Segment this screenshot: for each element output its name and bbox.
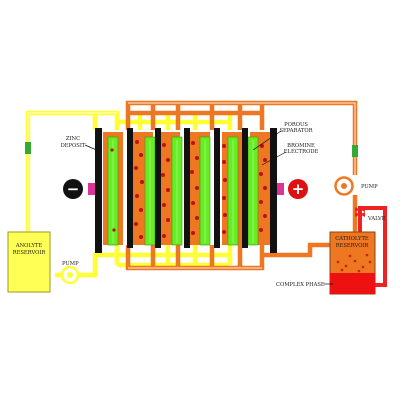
electrode-end-negative	[95, 128, 102, 253]
valve	[355, 207, 365, 217]
porous-separator-label-line1: POROUS	[284, 122, 308, 128]
positive-terminal-sign: +	[292, 180, 305, 198]
positive-terminal: +	[277, 179, 308, 199]
valve-label: VALVE	[367, 216, 386, 222]
catholyte-droplets	[336, 253, 372, 273]
anolyte-reservoir-label-line1: ANOLYTE	[15, 243, 43, 249]
complex-phase-label: COMPLEX PHASE	[276, 282, 325, 288]
pump-left-label: PUMP	[62, 261, 79, 267]
catholyte-branch-pipes	[150, 103, 265, 130]
electrode-bipolar-5	[242, 128, 248, 248]
positive-terminal-connector	[277, 183, 284, 195]
catholyte-supply-drops	[150, 245, 243, 268]
anolyte-reservoir-tank	[7, 231, 51, 293]
anolyte-return-drops	[114, 245, 233, 268]
catholyte-pump	[334, 176, 354, 196]
catholyte-to-reservoir-pipe	[262, 242, 338, 258]
complex-phase-piping	[358, 206, 387, 287]
zinc-deposit-label-line1: ZINC	[66, 136, 80, 142]
anolyte-fitting	[25, 142, 31, 154]
electrode-end-positive	[270, 128, 277, 253]
electrode-bipolar-4	[214, 128, 220, 248]
porous-separator-label-line2: SEPARATOR	[279, 128, 313, 134]
pump-right-label: PUMP	[361, 184, 378, 190]
electrode-bipolar-2	[155, 128, 161, 248]
anolyte-reservoir: ANOLYTE RESERVOIR	[7, 231, 51, 293]
catholyte-reservoir-label-line1: CATHOLYTE	[335, 236, 369, 242]
zinc-deposit-leader	[84, 144, 102, 153]
bromine-electrode-label-line2: ELECTRODE	[284, 149, 319, 155]
negative-terminal: −	[63, 179, 95, 199]
bromine-electrode-label-line1: BROMINE	[287, 143, 315, 149]
negative-terminal-sign: −	[67, 180, 80, 198]
catholyte-reservoir-label-line2: RESERVOIR	[336, 243, 370, 249]
complex-phase-loop-pipe	[358, 206, 387, 287]
catholyte-fitting	[352, 145, 358, 157]
electrode-bipolar-1	[127, 128, 133, 248]
negative-terminal-connector	[88, 183, 95, 195]
bromine-electrode-leader	[261, 151, 287, 166]
complex-phase-layer	[330, 273, 375, 294]
valve-icon	[355, 207, 365, 217]
anolyte-pump	[60, 265, 80, 285]
positive-terminal-circle	[288, 179, 308, 199]
catholyte-reservoir: CATHOLYTE RESERVOIR	[329, 231, 376, 295]
cell-stack	[95, 128, 277, 253]
bromine-droplets	[110, 140, 267, 239]
zinc-deposit-label-line2: DEPOSIT	[61, 143, 86, 149]
porous-separator-leader	[252, 130, 282, 151]
anolyte-reservoir-label-line2: RESERVOIR	[13, 250, 47, 256]
negative-terminal-circle	[63, 179, 83, 199]
electrode-bipolar-3	[184, 128, 190, 248]
